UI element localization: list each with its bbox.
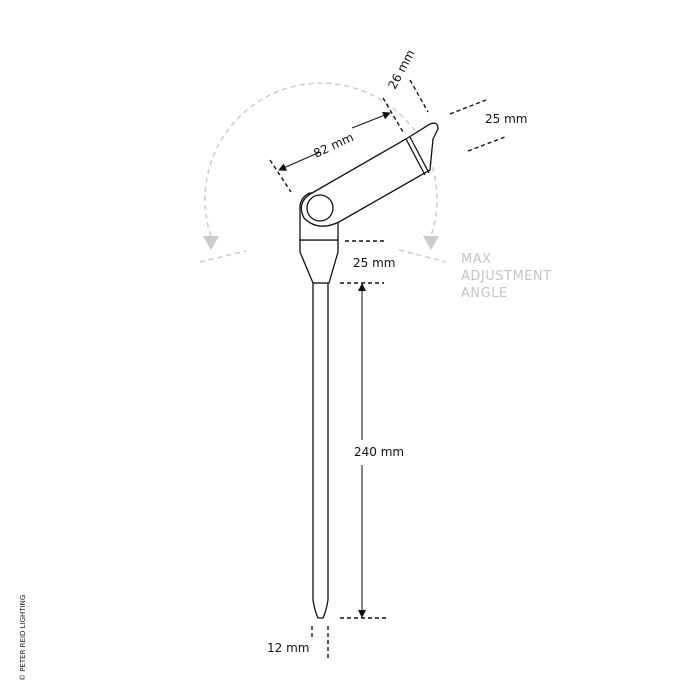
dimension-arrows [278, 111, 391, 618]
adjustment-label-line-1: MAX [461, 252, 492, 267]
adjustment-label-line-3: ANGLE [461, 286, 508, 301]
head-width-label: 26 mm [385, 47, 417, 91]
copyright-text: © PETER REID LIGHTING [19, 595, 27, 681]
head-diameter-label: 25 mm [485, 112, 527, 126]
collar-height-label: 25 mm [353, 256, 395, 270]
adjustment-label-line-2: ADJUSTMENT [461, 269, 552, 284]
arm [300, 122, 439, 227]
arc-arrow-right-icon [423, 236, 439, 250]
extension-lines [269, 79, 506, 660]
spotlight-drawing [299, 122, 439, 619]
adjustment-arc [199, 82, 447, 263]
arc-arrow-left-icon [203, 236, 219, 250]
spike-length-label: 240 mm [354, 445, 404, 459]
spike [312, 282, 329, 619]
arm-length-label: 82 mm [311, 130, 355, 161]
pivot-knob [306, 194, 334, 222]
spike-diameter-label: 12 mm [267, 641, 309, 655]
collar [299, 239, 339, 284]
